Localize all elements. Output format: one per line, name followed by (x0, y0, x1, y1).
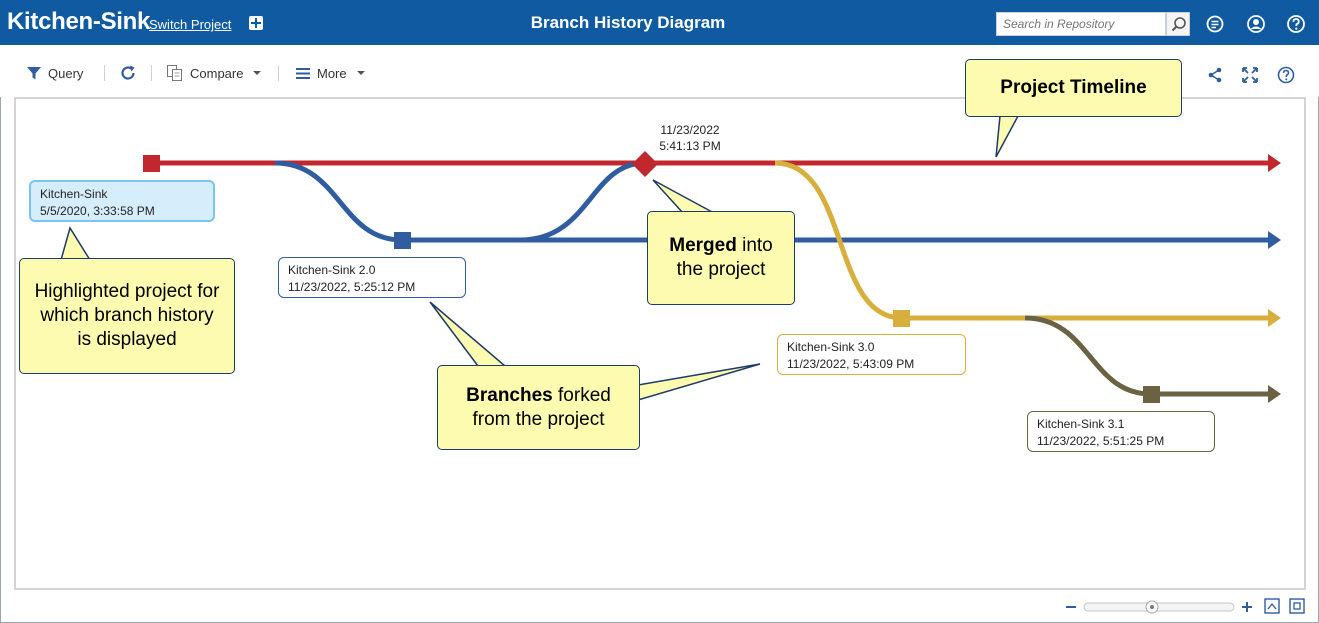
compare-button[interactable]: Compare (166, 63, 262, 83)
refresh-button[interactable] (119, 63, 137, 83)
branch-20-node[interactable] (394, 232, 411, 249)
more-label: More (317, 65, 347, 81)
add-project-icon[interactable] (249, 16, 263, 30)
callout-merged-bold: Merged (669, 235, 737, 256)
actual-size-icon-inner (1293, 602, 1301, 610)
callout-highlighted-project: Highlighted project for which branch his… (19, 258, 235, 374)
chevron-down-icon (356, 71, 365, 75)
fit-to-page-icon-glyph (1267, 602, 1277, 610)
merge-timestamp: 11/23/2022 5:41:13 PM (640, 122, 740, 154)
callout-merged-text: Merged into the project (669, 234, 773, 282)
callout-branches-bold: Branches (466, 384, 553, 406)
zoom-slider-handle-dot (1150, 605, 1154, 609)
share-button[interactable] (1207, 65, 1223, 85)
diagram-help-button[interactable] (1277, 65, 1295, 85)
actual-size-icon[interactable] (1289, 598, 1305, 614)
switch-project-link[interactable]: Switch Project (149, 17, 232, 32)
branch-20-label[interactable]: Kitchen-Sink 2.0 11/23/2022, 5:25:12 PM (278, 257, 466, 298)
branch-30-line (774, 160, 1270, 321)
callout-project-timeline-text: Project Timeline (1000, 77, 1147, 98)
expand-icon (1242, 67, 1258, 83)
callout-merged-rest1: into (736, 235, 773, 256)
branch-31-arrow (1268, 385, 1281, 403)
callout-pointer (637, 363, 761, 402)
callout-project-timeline: Project Timeline (965, 59, 1182, 117)
help-icon (1277, 66, 1295, 84)
notifications-icon[interactable] (1205, 14, 1225, 34)
compare-icon (167, 65, 182, 81)
callout-pointer (429, 301, 508, 367)
fit-to-page-icon[interactable] (1264, 598, 1280, 614)
query-label: Query (48, 65, 84, 81)
callout-pointer (60, 226, 92, 261)
callout-branches: Branches forked from the project (437, 365, 640, 450)
zoom-controls (1066, 598, 1305, 614)
zoom-slider-track[interactable] (1083, 602, 1235, 612)
refresh-icon (121, 65, 135, 80)
project-timeline-arrow (1268, 154, 1281, 172)
project-name: Kitchen-Sink (7, 8, 151, 35)
app-header: Kitchen-Sink Switch Project Branch Histo… (0, 0, 1319, 45)
toolbar-divider (104, 65, 105, 81)
branch-30-arrow (1268, 309, 1281, 327)
search-button[interactable] (1166, 12, 1190, 36)
more-button[interactable]: More (295, 63, 365, 83)
menu-icon (296, 68, 310, 79)
callout-pointer (652, 179, 715, 214)
branch-30-label[interactable]: Kitchen-Sink 3.0 11/23/2022, 5:43:09 PM (777, 334, 966, 375)
root-project-name: Kitchen-Sink (40, 187, 108, 201)
toolbar-divider (278, 65, 279, 81)
toolbar-divider (151, 65, 152, 81)
user-icon[interactable] (1246, 14, 1266, 34)
page-title: Branch History Diagram (530, 13, 726, 32)
branch-20-date: 11/23/2022, 5:25:12 PM (288, 280, 416, 294)
merge-line (519, 160, 646, 243)
branch-20-arrow (1268, 231, 1281, 249)
chevron-down-icon (253, 71, 262, 75)
search-icon (1171, 17, 1186, 32)
project-start-node[interactable] (143, 155, 160, 172)
footer-zoom-bar (0, 592, 1319, 623)
callout-highlighted-text: Highlighted project for which branch his… (34, 281, 220, 350)
branch-30-date: 11/23/2022, 5:43:09 PM (787, 357, 915, 371)
compare-label: Compare (190, 65, 244, 81)
merge-time: 5:41:13 PM (659, 139, 721, 153)
fullscreen-button[interactable] (1242, 65, 1258, 85)
help-icon[interactable] (1286, 14, 1306, 34)
branch-31-node[interactable] (1143, 386, 1160, 403)
query-button[interactable]: Query (26, 63, 83, 83)
callout-branches-rest1: forked (552, 384, 611, 406)
merge-date: 11/23/2022 (660, 123, 720, 137)
filter-icon (27, 67, 41, 80)
search-input[interactable] (996, 12, 1166, 36)
callout-branches-text: Branches forked from the project (466, 384, 611, 432)
callout-merged: Merged into the project (647, 211, 795, 305)
share-icon (1208, 67, 1222, 83)
branch-20-line (274, 160, 1270, 243)
root-project-label[interactable]: Kitchen-Sink 5/5/2020, 3:33:58 PM (29, 180, 215, 222)
merge-node[interactable] (632, 151, 658, 177)
root-project-date: 5/5/2020, 3:33:58 PM (40, 204, 155, 218)
callout-branches-rest2: from the project (472, 408, 605, 430)
branch-30-name: Kitchen-Sink 3.0 (787, 340, 875, 354)
callout-merged-rest2: the project (676, 259, 766, 280)
callout-pointer (995, 115, 1020, 158)
branch-31-date: 11/23/2022, 5:51:25 PM (1037, 434, 1165, 448)
branch-20-name: Kitchen-Sink 2.0 (288, 263, 376, 277)
branch-30-node[interactable] (893, 310, 910, 327)
branch-31-line (1024, 315, 1270, 397)
branch-31-name: Kitchen-Sink 3.1 (1037, 417, 1125, 431)
branch-31-label[interactable]: Kitchen-Sink 3.1 11/23/2022, 5:51:25 PM (1027, 411, 1215, 452)
